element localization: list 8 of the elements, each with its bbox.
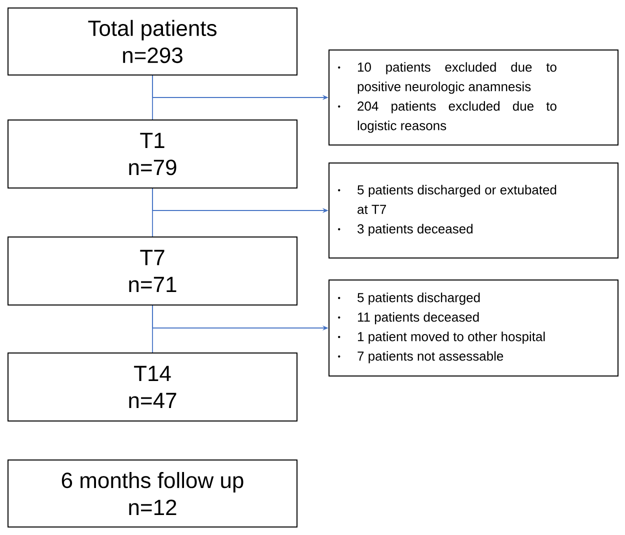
stage-box: T1 n=79: [8, 120, 298, 188]
stage-box: 6 months follow up n=12: [8, 460, 298, 528]
stage-box: T14 n=47: [8, 352, 298, 422]
stage-box: Total patients n=293: [8, 8, 298, 76]
exclusion-box: 10 patients excluded due to positive neurologic anamnesis 204 patients excluded due to logistic reasons: [328, 50, 618, 146]
exclusion-box: 5 patients discharged 11 patients deceased 1 patient moved to other hospital 7 patients not assessable: [328, 280, 618, 376]
exclusion-box: 5 patients discharged or extubated at T7 3 patients deceased: [328, 162, 618, 258]
stage-box: T7 n=71: [8, 236, 298, 306]
